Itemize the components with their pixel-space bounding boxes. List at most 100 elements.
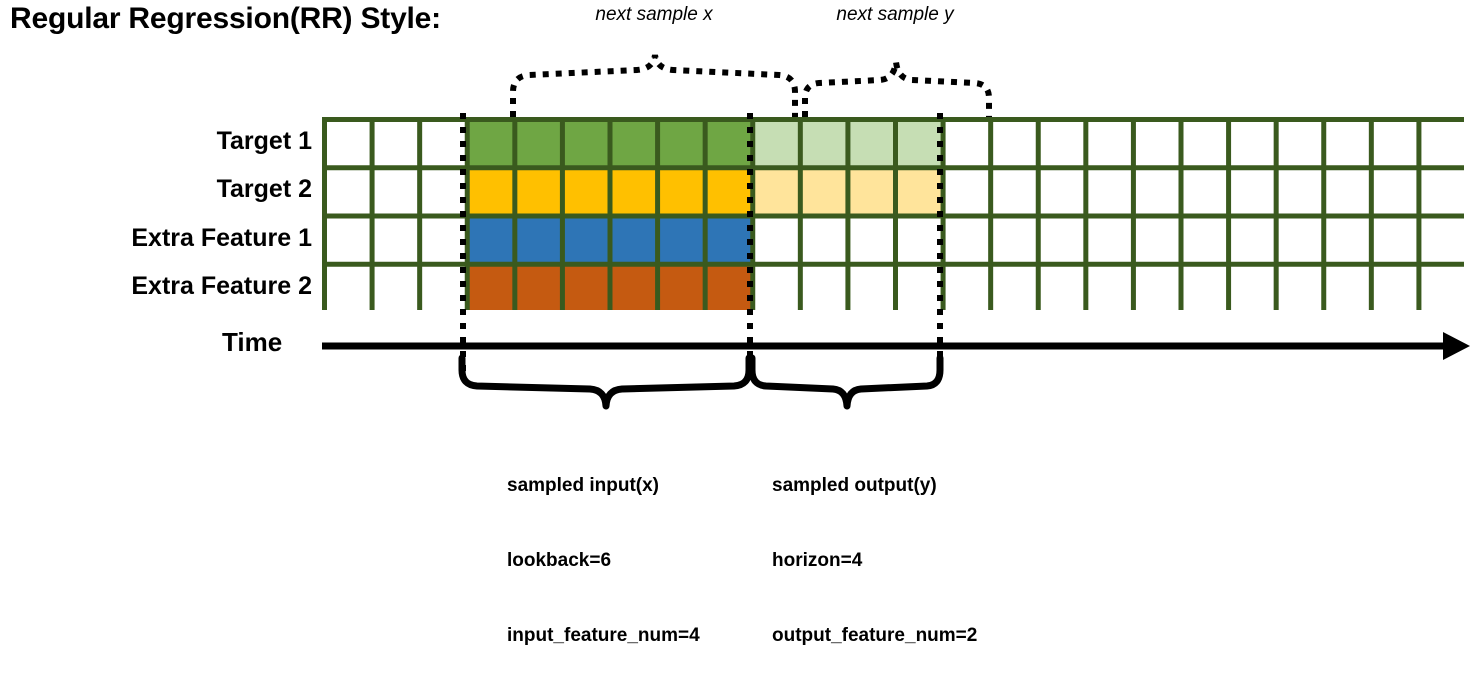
timeline-grid <box>322 117 1464 310</box>
grid-cell <box>1040 122 1084 166</box>
grid-cell <box>327 122 370 166</box>
brace-next-sample-y <box>802 61 992 117</box>
grid-cell <box>612 266 656 310</box>
grid-cell <box>850 218 893 262</box>
grid-cell <box>993 170 1036 214</box>
grid-cell <box>374 218 418 262</box>
grid-cell <box>993 218 1036 262</box>
grid-cell <box>422 170 465 214</box>
grid-cell <box>945 170 989 214</box>
grid-cell <box>1183 266 1227 310</box>
grid-cell <box>898 266 941 310</box>
grid-cell <box>1231 266 1274 310</box>
sampled-input-line-1: sampled input(x) <box>507 475 660 496</box>
grid-cell <box>1088 218 1131 262</box>
grid-cell <box>422 266 465 310</box>
sampled-output-line-2: horizon=4 <box>772 550 863 571</box>
grid-cell <box>1421 122 1464 166</box>
sampled-output-line-3: output_feature_num=2 <box>772 625 978 646</box>
diagram-vector-layer <box>322 54 1470 410</box>
grid-cell <box>517 122 560 166</box>
grid-cell <box>1088 122 1131 166</box>
grid-cell <box>945 218 989 262</box>
grid-cell <box>898 218 941 262</box>
grid-cell <box>564 170 608 214</box>
grid-cell <box>1278 266 1322 310</box>
annotation-next-sample-y: next sample y <box>836 4 954 25</box>
grid-cell <box>1326 218 1369 262</box>
grid-cell <box>1373 170 1417 214</box>
grid-cell <box>374 170 418 214</box>
row-label-extra-feature-2: Extra Feature 2 <box>131 272 312 300</box>
grid-cell <box>1183 122 1227 166</box>
grid-cell <box>1183 218 1227 262</box>
grid-cell <box>1088 266 1131 310</box>
page-title: Regular Regression(RR) Style: <box>10 2 441 35</box>
grid-cell <box>1326 266 1369 310</box>
grid-cell <box>1421 170 1464 214</box>
grid-cell <box>850 122 893 166</box>
brace-sampled-output <box>748 354 944 410</box>
grid-cell <box>327 170 370 214</box>
grid-cell <box>374 266 418 310</box>
sampled-output-line-1: sampled output(y) <box>772 475 937 496</box>
grid-cell <box>374 122 418 166</box>
grid-cell <box>660 266 703 310</box>
time-axis-arrow <box>322 332 1470 360</box>
grid-cell <box>1278 170 1322 214</box>
diagram-canvas: Regular Regression(RR) Style: next sampl… <box>10 2 1470 646</box>
grid-cell <box>1326 170 1369 214</box>
row-label-extra-feature-1: Extra Feature 1 <box>131 224 312 252</box>
grid-cell <box>564 218 608 262</box>
grid-cell <box>898 122 941 166</box>
grid-cell <box>327 218 370 262</box>
grid-cell <box>612 218 656 262</box>
grid-cell <box>422 218 465 262</box>
sampled-input-line-3: input_feature_num=4 <box>507 625 700 646</box>
grid-cell <box>564 266 608 310</box>
brace-sampled-input <box>458 354 753 410</box>
sampled-input-line-2: lookback=6 <box>507 550 612 571</box>
grid-cell <box>422 122 465 166</box>
grid-cell <box>1326 122 1369 166</box>
grid-cell <box>755 218 798 262</box>
grid-cell <box>1373 266 1417 310</box>
grid-cell <box>755 266 798 310</box>
grid-cell <box>707 122 751 166</box>
grid-cell <box>1278 122 1322 166</box>
grid-cell <box>660 122 703 166</box>
time-axis-label: Time <box>222 327 283 357</box>
annotation-next-sample-x: next sample x <box>595 4 713 25</box>
grid-cell <box>1040 218 1084 262</box>
grid-cell <box>1231 122 1274 166</box>
grid-cell <box>517 218 560 262</box>
grid-cell <box>469 122 513 166</box>
grid-cell <box>945 122 989 166</box>
grid-cell <box>1135 122 1179 166</box>
grid-cell <box>802 122 846 166</box>
grid-cell <box>945 266 989 310</box>
grid-cell <box>1135 170 1179 214</box>
grid-cell <box>1135 218 1179 262</box>
grid-cell <box>707 170 751 214</box>
grid-cell <box>1421 218 1464 262</box>
grid-cell <box>1421 266 1464 310</box>
grid-cell <box>469 218 513 262</box>
grid-cell <box>755 122 798 166</box>
grid-cell <box>802 266 846 310</box>
grid-cell <box>612 122 656 166</box>
grid-cell <box>1231 218 1274 262</box>
grid-cell <box>564 122 608 166</box>
grid-cell <box>517 170 560 214</box>
grid-cell <box>612 170 656 214</box>
grid-cell <box>1088 170 1131 214</box>
grid-cell <box>1040 266 1084 310</box>
grid-cell <box>517 266 560 310</box>
grid-cell <box>850 170 893 214</box>
grid-cell <box>469 266 513 310</box>
grid-cell <box>1135 266 1179 310</box>
grid-cell <box>1231 170 1274 214</box>
grid-cell <box>327 266 370 310</box>
grid-cell <box>993 266 1036 310</box>
grid-cell <box>802 218 846 262</box>
